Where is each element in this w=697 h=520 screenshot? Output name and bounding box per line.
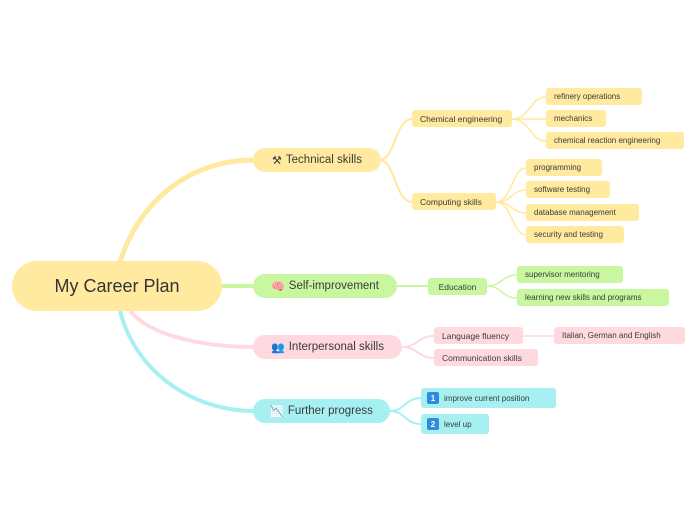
leaf-learning-new-skills[interactable]: learning new skills and programs xyxy=(517,289,669,306)
chemical-engineering-node[interactable]: Chemical engineering xyxy=(412,110,512,127)
further-progress-node[interactable]: 📉 Further progress xyxy=(253,399,390,423)
leaf-software-testing[interactable]: software testing xyxy=(526,181,610,198)
link-root-progress xyxy=(118,310,256,413)
leaf-improve-current-position[interactable]: 1 improve current position xyxy=(421,388,556,408)
communication-skills-node[interactable]: Communication skills xyxy=(434,349,538,366)
leaf-database-management[interactable]: database management xyxy=(526,204,639,221)
chemical-engineering-label: Chemical engineering xyxy=(420,113,503,124)
leaf-programming[interactable]: programming xyxy=(526,159,602,176)
leaf-supervisor-mentoring[interactable]: supervisor mentoring xyxy=(517,266,623,283)
education-node[interactable]: Education xyxy=(428,278,487,295)
leaf-label: improve current position xyxy=(444,393,530,403)
number-one-icon: 1 xyxy=(427,392,439,404)
computing-skills-node[interactable]: Computing skills xyxy=(412,193,496,210)
leaf-label: mechanics xyxy=(554,114,593,123)
education-label: Education xyxy=(438,281,477,292)
leaf-label: programming xyxy=(534,163,582,172)
link-root-interpersonal xyxy=(128,309,256,349)
number-two-icon: 2 xyxy=(427,418,439,430)
leaf-level-up[interactable]: 2 level up xyxy=(421,414,489,434)
root-node[interactable]: My Career Plan xyxy=(12,261,222,311)
self-improvement-node[interactable]: 🧠 Self-improvement xyxy=(253,274,397,298)
leaf-label: software testing xyxy=(534,185,591,194)
computing-skills-label: Computing skills xyxy=(420,196,482,207)
root-label: My Career Plan xyxy=(54,275,180,296)
chart-down-icon: 📉 xyxy=(270,404,284,418)
leaf-label: security and testing xyxy=(534,230,603,239)
language-fluency-label: Language fluency xyxy=(442,330,510,341)
further-progress-label: Further progress xyxy=(287,405,373,417)
communication-skills-label: Communication skills xyxy=(442,352,522,363)
people-icon: 👥 xyxy=(271,340,285,354)
self-improvement-label: Self-improvement xyxy=(288,280,379,292)
leaf-security-and-testing[interactable]: security and testing xyxy=(526,226,624,243)
leaf-label: chemical reaction engineering xyxy=(554,136,661,145)
leaf-label: Italian, German and English xyxy=(562,331,661,340)
link-root-technical xyxy=(117,157,256,263)
technical-skills-node[interactable]: ⚒ Technical skills xyxy=(253,148,381,172)
interpersonal-skills-label: Interpersonal skills xyxy=(288,341,384,353)
leaf-label: supervisor mentoring xyxy=(525,270,600,279)
brain-icon: 🧠 xyxy=(271,279,285,293)
language-fluency-node[interactable]: Language fluency xyxy=(434,327,523,344)
leaf-label: learning new skills and programs xyxy=(525,293,642,302)
technical-skills-label: Technical skills xyxy=(285,154,362,166)
leaf-refinery-operations[interactable]: refinery operations xyxy=(546,88,642,105)
leaf-italian-german-english[interactable]: Italian, German and English xyxy=(554,327,685,344)
interpersonal-skills-node[interactable]: 👥 Interpersonal skills xyxy=(253,335,402,359)
leaf-mechanics[interactable]: mechanics xyxy=(546,110,606,127)
hammer-pick-icon: ⚒ xyxy=(272,153,282,167)
leaf-chemical-reaction-engineering[interactable]: chemical reaction engineering xyxy=(546,132,684,149)
leaf-label: level up xyxy=(444,419,472,429)
leaf-label: database management xyxy=(534,208,616,217)
leaf-label: refinery operations xyxy=(554,92,621,101)
